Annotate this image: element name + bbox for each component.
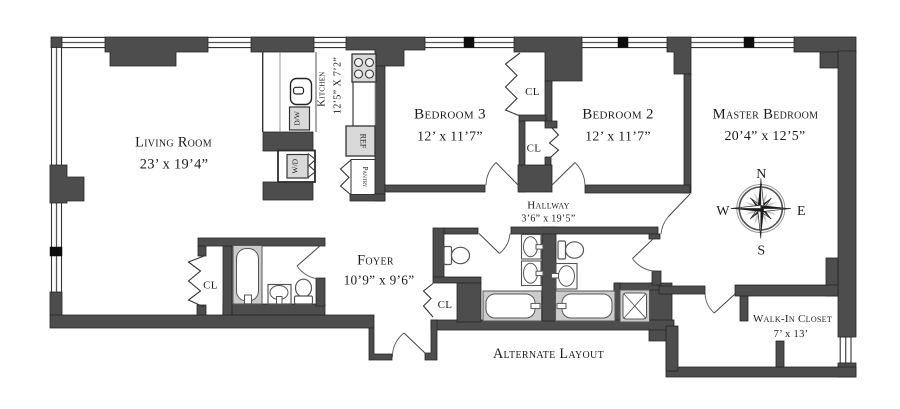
svg-text:CL: CL bbox=[438, 299, 453, 311]
svg-text:Living Room: Living Room bbox=[135, 135, 212, 151]
svg-text:N: N bbox=[756, 167, 766, 182]
svg-text:10’9” x 9’6”: 10’9” x 9’6” bbox=[344, 273, 415, 288]
svg-text:Hallway: Hallway bbox=[527, 200, 570, 212]
svg-text:D/W: D/W bbox=[293, 110, 302, 126]
svg-text:Bedroom 2: Bedroom 2 bbox=[582, 107, 654, 123]
svg-text:3’6” x 19’5”: 3’6” x 19’5” bbox=[521, 214, 575, 225]
svg-text:CL: CL bbox=[527, 143, 542, 155]
svg-text:REF: REF bbox=[359, 134, 368, 149]
svg-text:Walk-In Closet: Walk-In Closet bbox=[753, 313, 832, 325]
svg-text:Bedroom 3: Bedroom 3 bbox=[414, 106, 486, 123]
svg-text:CL: CL bbox=[525, 86, 540, 98]
svg-text:Pantry: Pantry bbox=[361, 167, 369, 188]
svg-text:23’ x 19’4”: 23’ x 19’4” bbox=[140, 157, 209, 173]
svg-text:Master Bedroom: Master Bedroom bbox=[713, 107, 819, 123]
svg-text:CL: CL bbox=[203, 280, 218, 292]
svg-text:7’ x 13’: 7’ x 13’ bbox=[774, 329, 809, 340]
svg-text:12’ x 11’7”: 12’ x 11’7” bbox=[417, 130, 483, 145]
svg-text:12’ x 11’7”: 12’ x 11’7” bbox=[585, 130, 651, 145]
svg-text:E: E bbox=[797, 204, 806, 219]
svg-text:W/D: W/D bbox=[291, 158, 300, 173]
svg-text:Alternate Layout: Alternate Layout bbox=[493, 346, 604, 362]
svg-text:Foyer: Foyer bbox=[357, 253, 394, 269]
svg-text:W: W bbox=[716, 204, 730, 219]
svg-text:Kitchen: Kitchen bbox=[317, 71, 328, 106]
svg-text:12’5” X 7’2”: 12’5” X 7’2” bbox=[333, 57, 344, 115]
svg-text:S: S bbox=[757, 244, 765, 259]
svg-text:20’4” x 12’5”: 20’4” x 12’5” bbox=[724, 129, 805, 144]
